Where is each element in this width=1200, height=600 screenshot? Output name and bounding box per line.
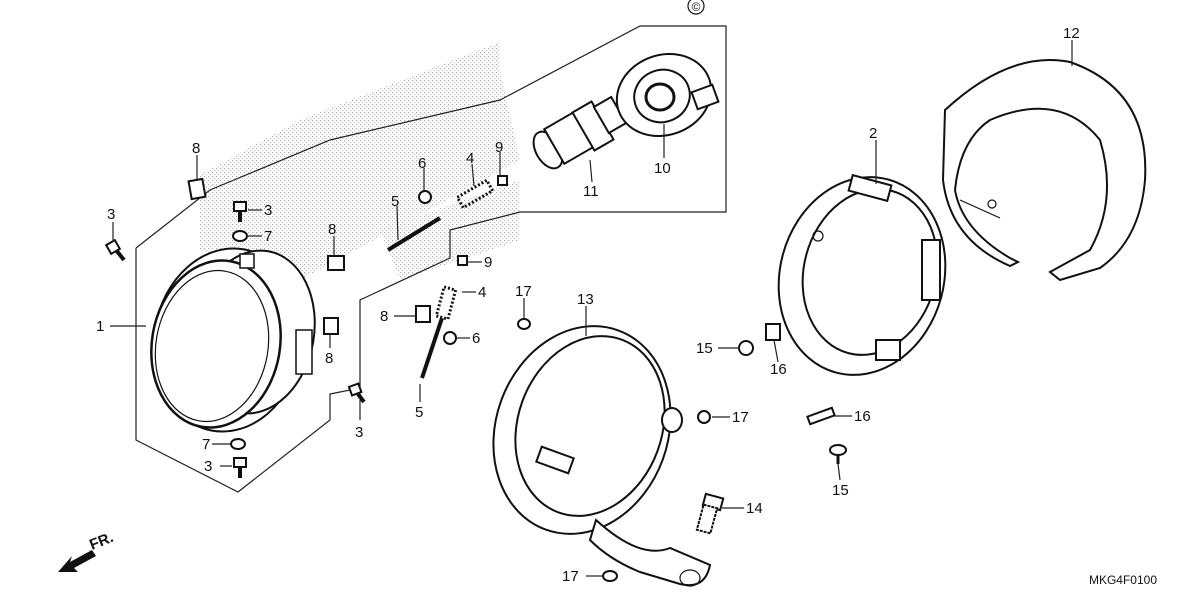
grommet-17-b (697, 410, 711, 424)
callout-15-b: 15 (832, 482, 849, 499)
clip-8-c (323, 317, 339, 335)
halogen-bulb (532, 95, 628, 170)
callout-10: 10 (654, 160, 671, 177)
bolt-3-top (233, 201, 247, 222)
headlight-case (941, 59, 1147, 282)
callout-1: 1 (96, 318, 104, 335)
nut-15-a (738, 340, 754, 356)
bolt-3-lower (347, 382, 366, 404)
nut-6-top (418, 190, 432, 204)
svg-text:©: © (692, 0, 701, 14)
clip-8-a (187, 177, 207, 201)
callout-17-b: 17 (732, 409, 749, 426)
callout-17-a: 17 (515, 283, 532, 300)
bolt-3-left (104, 238, 126, 262)
callout-5-bottom: 5 (415, 404, 423, 421)
screw-15-b (829, 444, 847, 464)
callout-3-top: 3 (264, 202, 272, 219)
grommet-17-a (517, 318, 531, 330)
callout-3-bottom: 3 (204, 458, 212, 475)
callout-6-top: 6 (418, 155, 426, 172)
bolt-14 (695, 492, 725, 535)
svg-text:FR.: FR. (87, 529, 116, 554)
callout-3-left: 3 (107, 206, 115, 223)
callout-7-bottom: 7 (202, 436, 210, 453)
washer-7-bottom (230, 438, 246, 450)
callout-9-bottom: 9 (484, 254, 492, 271)
adjust-screw-5-top (386, 216, 442, 252)
spring-4-top (455, 178, 495, 210)
callout-6-bottom: 6 (472, 330, 480, 347)
leader-lines (110, 40, 1073, 577)
cap-9-top (497, 175, 508, 186)
callout-8-d: 8 (380, 308, 388, 325)
callout-9-top: 9 (495, 139, 503, 156)
adjust-screw-5-bottom (420, 317, 444, 379)
nut-6-bottom (443, 331, 457, 345)
callout-4-bottom: 4 (478, 284, 486, 301)
callout-12: 12 (1063, 25, 1080, 42)
callout-7-top: 7 (264, 228, 272, 245)
callout-16-a: 16 (770, 361, 787, 378)
callout-8-b: 8 (328, 221, 336, 238)
callout-17-c: 17 (562, 568, 579, 585)
washer-7-top (232, 230, 248, 242)
headlight-mount-ring (777, 173, 947, 376)
bolt-3-bottom (233, 457, 247, 478)
callout-8-a: 8 (192, 140, 200, 157)
callout-11: 11 (583, 183, 599, 200)
clip-8-b (327, 255, 345, 271)
callout-2: 2 (869, 125, 877, 142)
spring-4-bottom (434, 285, 458, 321)
front-direction-arrow: FR. (58, 529, 116, 572)
headlight-unit (150, 247, 316, 433)
callout-16-b: 16 (854, 408, 871, 425)
callout-13: 13 (577, 291, 594, 308)
cap-9-bottom (457, 255, 468, 266)
bulb-socket-cover (615, 52, 720, 138)
callout-4-top: 4 (466, 150, 474, 167)
callout-3-lower: 3 (355, 424, 363, 441)
clip-16-b (806, 406, 836, 426)
clip-16-a (765, 323, 781, 341)
callout-labels: 1 2 3 3 3 3 4 4 5 5 6 6 7 7 8 8 8 8 9 9 … (96, 25, 1080, 585)
assembly-outline (135, 25, 727, 493)
diagram-code: MKG4F0100 (1089, 573, 1157, 587)
headlight-rim-case (492, 325, 712, 587)
clip-8-d (415, 305, 431, 323)
callout-8-c: 8 (325, 350, 333, 367)
callout-5-top: 5 (391, 193, 399, 210)
copyright-mark: © (687, 0, 705, 15)
grommet-17-c (602, 570, 618, 582)
callout-14: 14 (746, 500, 763, 517)
callout-15-a: 15 (696, 340, 713, 357)
